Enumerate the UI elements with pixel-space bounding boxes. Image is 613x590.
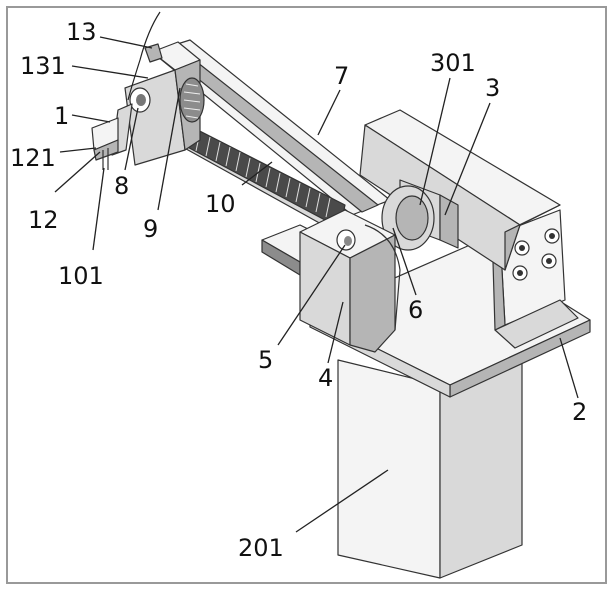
leader-lines	[54, 36, 579, 533]
label-10: 10	[205, 190, 236, 218]
shaft-end-icon	[336, 229, 356, 251]
label-301: 301	[430, 49, 476, 77]
label-1: 1	[54, 102, 69, 130]
frame-border	[6, 6, 607, 584]
bolt-icon	[512, 228, 560, 281]
swing-arm	[91, 103, 133, 170]
label-2: 2	[572, 398, 587, 426]
label-131: 131	[20, 52, 66, 80]
label-8: 8	[114, 172, 129, 200]
support-pillar	[337, 349, 523, 579]
label-9: 9	[143, 215, 158, 243]
left-shaft-icon	[129, 87, 151, 113]
label-121: 121	[10, 144, 56, 172]
label-5: 5	[258, 346, 273, 374]
label-3: 3	[485, 74, 500, 102]
label-7: 7	[334, 62, 349, 90]
label-201: 201	[238, 534, 284, 562]
left-gear	[179, 77, 205, 123]
cable	[127, 11, 161, 101]
label-13: 13	[66, 18, 97, 46]
label-12: 12	[28, 206, 59, 234]
label-101: 101	[58, 262, 104, 290]
label-4: 4	[318, 364, 333, 392]
label-6: 6	[408, 296, 423, 324]
